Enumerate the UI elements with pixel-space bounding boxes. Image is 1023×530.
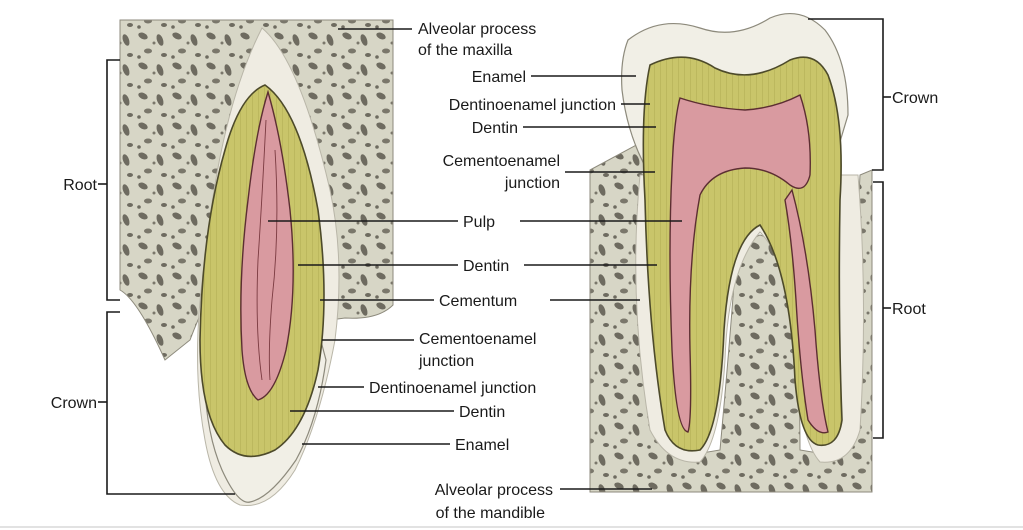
label-dentin-lower: Dentin bbox=[472, 120, 518, 137]
region-label-root-left: Root bbox=[63, 177, 97, 194]
label-enamel-upper: Enamel bbox=[455, 437, 509, 454]
maxillary-tooth-illustration bbox=[119, 19, 394, 507]
crown-bracket-left bbox=[106, 311, 235, 495]
label-alveolar-mandible-line2: of the mandible bbox=[436, 505, 546, 522]
label-alveolar-maxilla-line2: of the maxilla bbox=[418, 42, 512, 59]
label-pulp: Pulp bbox=[463, 214, 495, 231]
label-cementoenamel-upper-line1: Cementoenamel bbox=[419, 331, 536, 348]
label-cementoenamel-lower-line2: junction bbox=[504, 175, 560, 192]
label-dentinoenamel-lower: Dentinoenamel junction bbox=[449, 97, 616, 114]
region-label-root-right: Root bbox=[892, 301, 926, 318]
mandible-pulp-canal-right bbox=[784, 188, 829, 434]
mandibular-tooth-illustration bbox=[589, 12, 873, 493]
mandible-pulp bbox=[669, 94, 811, 433]
label-dentinoenamel-upper: Dentinoenamel junction bbox=[369, 380, 536, 397]
crown-bracket-right bbox=[808, 18, 884, 171]
root-bracket-right bbox=[873, 181, 884, 439]
label-dentin-crown: Dentin bbox=[459, 404, 505, 421]
label-dentin-root: Dentin bbox=[463, 258, 509, 275]
region-label-crown-left: Crown bbox=[51, 395, 97, 412]
label-cementoenamel-lower-line1: Cementoenamel bbox=[443, 153, 560, 170]
region-label-crown-right: Crown bbox=[892, 90, 938, 107]
label-cementum: Cementum bbox=[439, 293, 517, 310]
label-enamel-lower: Enamel bbox=[472, 69, 526, 86]
label-alveolar-mandible-line1: Alveolar process bbox=[435, 482, 553, 499]
label-alveolar-maxilla-line1: Alveolar process bbox=[418, 21, 536, 38]
maxilla-pulp bbox=[240, 89, 294, 401]
root-bracket-left bbox=[106, 59, 120, 301]
label-cementoenamel-upper-line2: junction bbox=[418, 353, 474, 370]
